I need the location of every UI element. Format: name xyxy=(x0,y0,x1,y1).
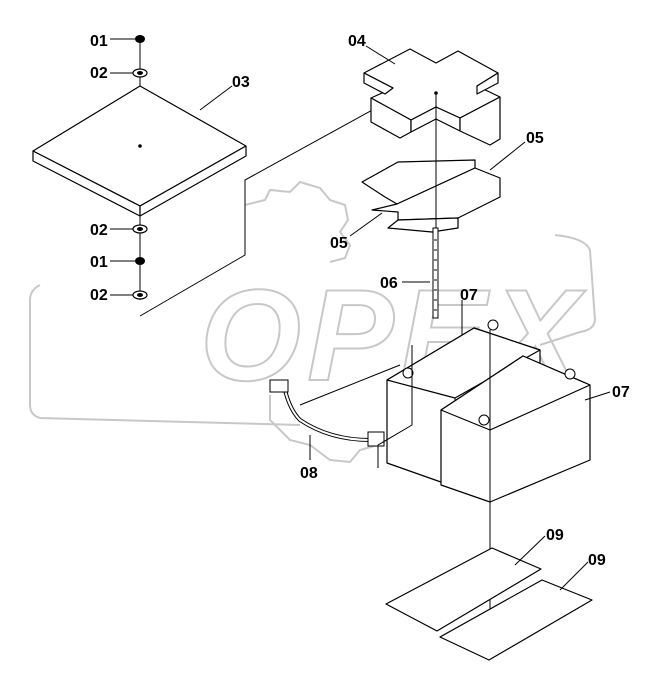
base-mat-09-left xyxy=(385,547,542,632)
callout-05-lower: 05 xyxy=(330,235,348,252)
callout-05-upper: 05 xyxy=(526,130,544,147)
battery-07-front xyxy=(440,355,591,503)
washer-02-mid xyxy=(132,224,148,234)
callout-01-top: 01 xyxy=(90,33,108,50)
callout-02-mid: 02 xyxy=(90,222,108,239)
washer-02-top xyxy=(132,68,148,78)
battery-cable-08 xyxy=(269,345,413,468)
callout-07-top: 07 xyxy=(460,287,478,304)
callout-09-left: 09 xyxy=(546,527,564,544)
bolt-rod-06 xyxy=(432,93,439,319)
callout-labels: 01 02 03 02 01 02 04 05 05 06 07 07 08 0… xyxy=(90,33,630,569)
callout-09-right: 09 xyxy=(588,552,606,569)
leader-lines xyxy=(110,38,611,591)
callout-07-right: 07 xyxy=(612,384,630,401)
callout-04: 04 xyxy=(348,33,366,50)
nut-01-bottom xyxy=(135,257,145,265)
cover-plate-03 xyxy=(32,85,247,217)
callout-08: 08 xyxy=(300,465,318,482)
callout-03: 03 xyxy=(232,74,250,91)
fastener-stack xyxy=(132,35,148,300)
base-mat-09-right xyxy=(439,579,593,661)
nut-01-top xyxy=(135,35,145,43)
washer-02-bottom xyxy=(132,290,148,300)
callout-02-bottom: 02 xyxy=(90,287,108,304)
callout-01-bottom: 01 xyxy=(90,254,108,271)
callout-02-top: 02 xyxy=(90,65,108,82)
strap-plates-05 xyxy=(361,159,501,233)
callout-06: 06 xyxy=(380,275,398,292)
cross-bracket-04 xyxy=(363,48,501,146)
